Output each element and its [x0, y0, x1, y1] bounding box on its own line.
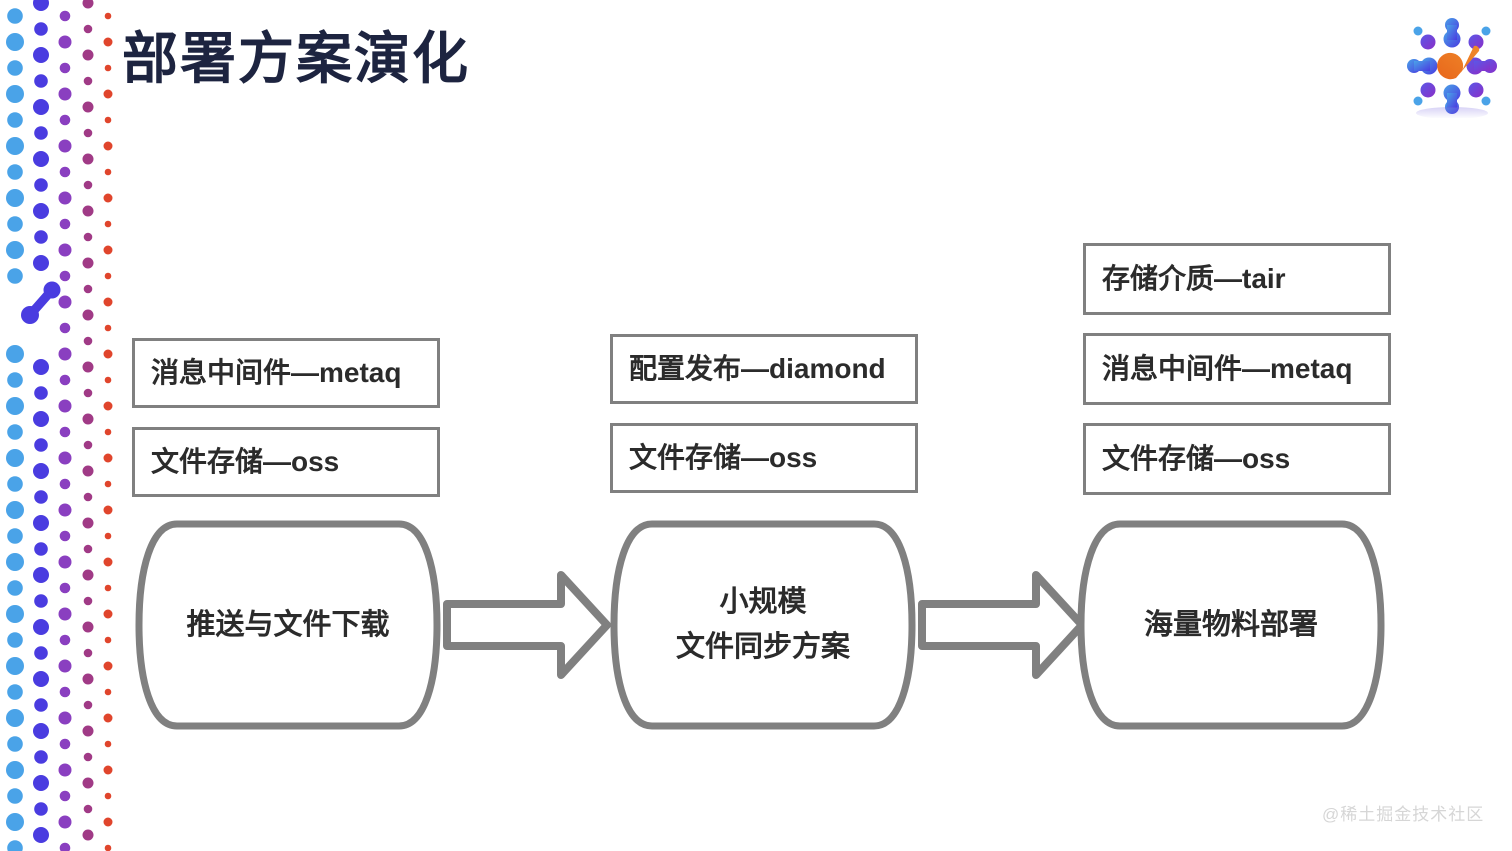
watermark: @稀土掘金技术社区 [1322, 805, 1485, 824]
tag-label: 配置发布—diamond [629, 353, 886, 384]
tag-label: 文件存储—oss [629, 442, 818, 473]
tag-box[interactable]: 文件存储—oss [1083, 423, 1391, 495]
page-title: 部署方案演化 [122, 27, 470, 90]
tag-box[interactable]: 消息中间件—metaq [132, 338, 440, 408]
stage-capsule[interactable]: 海量物料部署 [1075, 518, 1387, 732]
tag-box[interactable]: 文件存储—oss [610, 423, 918, 493]
tag-box[interactable]: 存储介质—tair [1083, 243, 1391, 315]
dot-pattern-strip [0, 0, 122, 851]
tag-label: 文件存储—oss [151, 446, 340, 477]
tag-label: 文件存储—oss [1102, 443, 1291, 474]
dot-accent-dumbbell [21, 281, 61, 324]
stage-capsule[interactable]: 小规模 文件同步方案 [608, 518, 918, 732]
flow-arrow-icon [918, 567, 1088, 683]
tag-label: 存储介质—tair [1102, 263, 1286, 294]
tag-label: 消息中间件—metaq [1102, 353, 1353, 384]
atom-burst-logo [1404, 14, 1500, 118]
tag-box[interactable]: 消息中间件—metaq [1083, 333, 1391, 405]
tag-box[interactable]: 配置发布—diamond [610, 334, 918, 404]
flow-arrow-icon [443, 567, 613, 683]
stage-capsule[interactable]: 推送与文件下载 [133, 518, 443, 732]
tag-box[interactable]: 文件存储—oss [132, 427, 440, 497]
tag-label: 消息中间件—metaq [151, 357, 402, 388]
